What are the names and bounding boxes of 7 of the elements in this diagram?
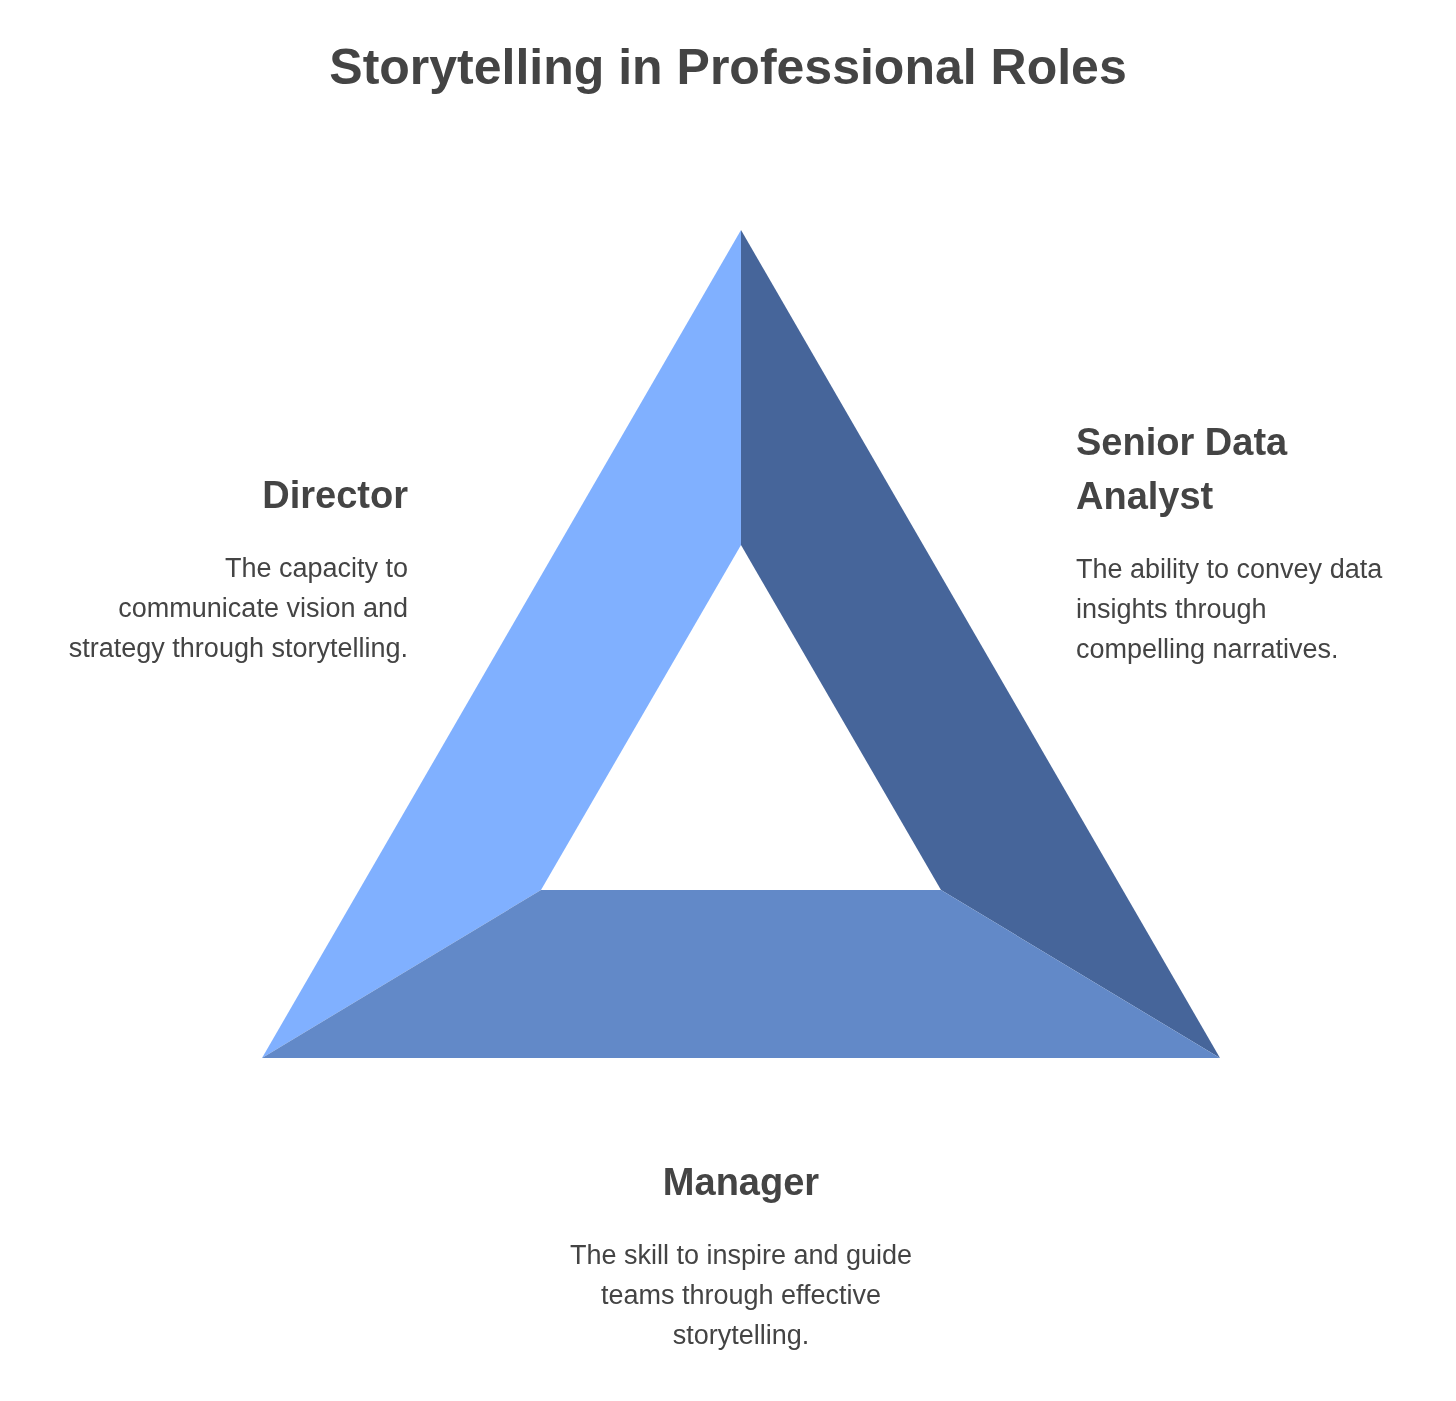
- role-heading: Senior Data Analyst: [1076, 420, 1289, 519]
- role-description: The skill to inspire and guide teams through effective storytelling.: [568, 1239, 914, 1352]
- role-heading: Director: [261, 473, 408, 518]
- diagram-title: Storytelling in Professional Roles: [328, 38, 1128, 96]
- role-heading: Manager: [661, 1160, 821, 1205]
- role-description: The capacity to communicate vision and strategy through storytelling.: [68, 552, 408, 665]
- role-description: The ability to convey data insights through compelling narratives.: [1076, 553, 1384, 666]
